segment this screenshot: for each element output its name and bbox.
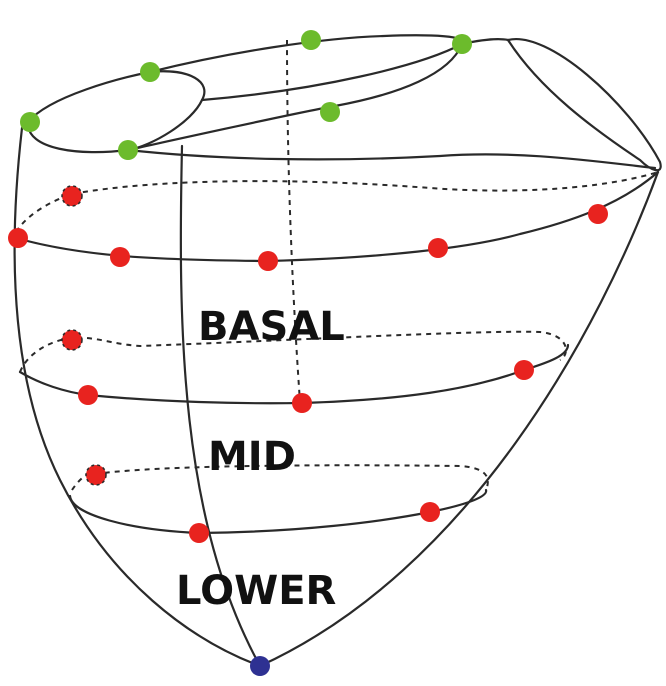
center-valve-ring (126, 42, 464, 152)
valve-marker (118, 140, 138, 160)
right-upper-wall (126, 148, 657, 170)
upper-valve-ring (148, 34, 465, 102)
lower-marker (420, 502, 440, 522)
mid-marker (78, 385, 98, 405)
mid-marker (514, 360, 534, 380)
basal-marker (258, 251, 278, 271)
basal-marker (588, 204, 608, 224)
basal-ring-front (14, 170, 660, 263)
valve-marker (140, 62, 160, 82)
right-wall (258, 170, 660, 668)
apex-marker-group (250, 656, 270, 676)
basal-ring (14, 170, 660, 263)
region-labels: BASAL MID LOWER (176, 304, 345, 614)
right-valve-ring (506, 37, 662, 172)
basal-label: BASAL (198, 304, 345, 350)
lower-marker (189, 523, 209, 543)
mid-marker (292, 393, 312, 413)
lower-posterior-marker (85, 464, 107, 486)
lower-ring-back (71, 464, 489, 491)
basal-marker (110, 247, 130, 267)
lower-label: LOWER (176, 568, 336, 614)
posterior-dotted-line (286, 39, 301, 403)
mid-posterior-marker (61, 329, 83, 351)
valve-marker (452, 34, 472, 54)
apex-marker (250, 656, 270, 676)
mid-label: MID (208, 434, 296, 480)
wall-markers (8, 185, 608, 543)
valve-marker (301, 30, 321, 50)
mid-ring-back (19, 330, 567, 373)
basal-marker (428, 238, 448, 258)
septal-line (179, 144, 262, 668)
lower-ring-front (68, 488, 488, 535)
basal-ring-back (15, 171, 659, 233)
valve-marker (20, 112, 40, 132)
lower-ring (68, 464, 489, 535)
basal-posterior-marker (61, 185, 83, 207)
mid-ring-front (18, 343, 570, 405)
valve-markers (20, 30, 472, 160)
basal-marker (8, 228, 28, 248)
valve-marker (320, 102, 340, 122)
